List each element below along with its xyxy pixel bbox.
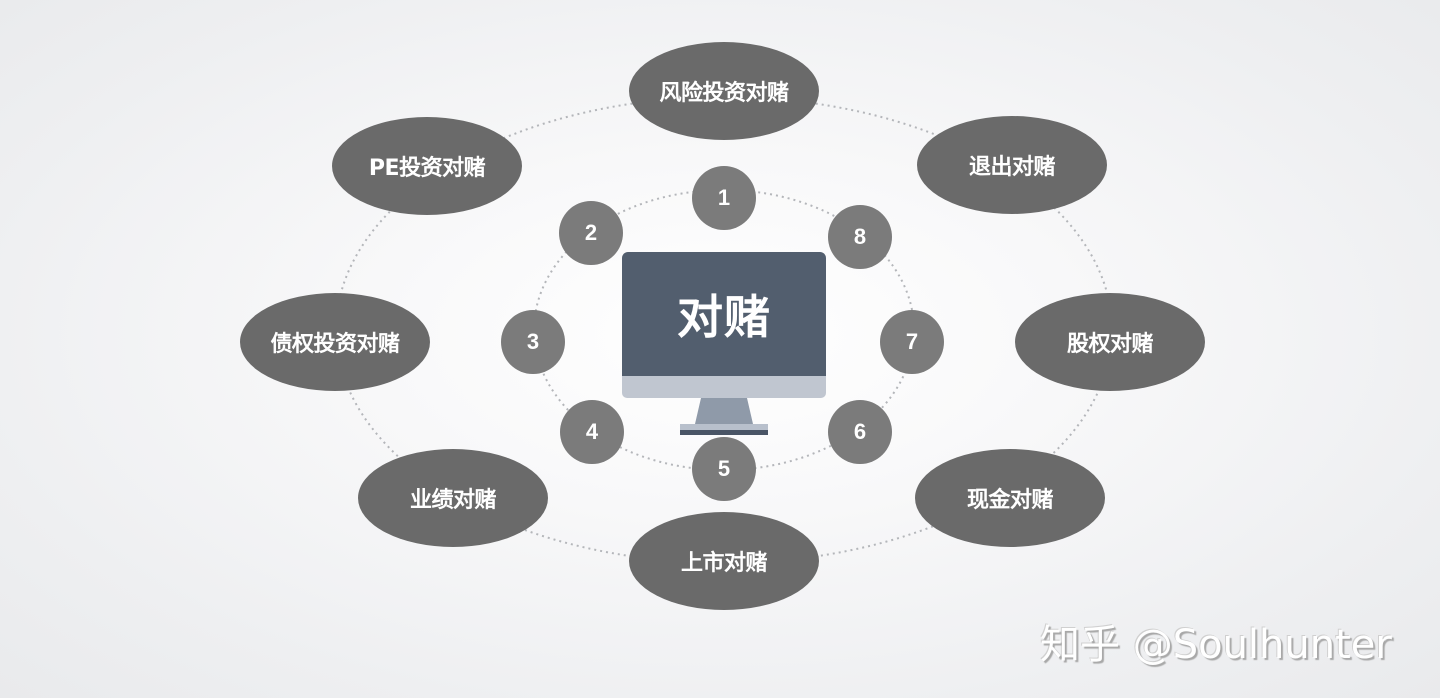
center-label: 对赌 — [677, 290, 771, 344]
number-circle-8: 8 — [828, 205, 892, 269]
number-circle-7: 7 — [880, 310, 944, 374]
number-label: 3 — [526, 329, 540, 354]
node-label: 业绩对赌 — [409, 488, 497, 513]
node-label: PE投资对赌 — [368, 156, 486, 181]
number-label: 2 — [584, 220, 598, 245]
number-label: 8 — [853, 224, 867, 249]
node-venture-capital-vam: 风险投资对赌 — [629, 42, 819, 140]
monitor-stand-plate — [680, 424, 768, 430]
number-label: 5 — [717, 456, 731, 481]
number-circle-4: 4 — [560, 400, 624, 464]
number-label: 4 — [585, 419, 599, 444]
monitor-stand — [695, 398, 753, 424]
node-label: 债权投资对赌 — [270, 332, 400, 357]
node-label: 现金对赌 — [966, 488, 1054, 513]
node-pe-investment-vam: PE投资对赌 — [332, 117, 522, 215]
number-circle-2: 2 — [559, 201, 623, 265]
node-performance-vam: 业绩对赌 — [358, 449, 548, 547]
node-label: 股权对赌 — [1066, 332, 1154, 357]
number-label: 7 — [905, 329, 919, 354]
number-circle-1: 1 — [692, 166, 756, 230]
number-circle-6: 6 — [828, 400, 892, 464]
number-circle-5: 5 — [692, 437, 756, 501]
monitor-screen: 对赌 — [622, 252, 826, 376]
monitor-bezel — [622, 376, 826, 398]
number-label: 6 — [853, 419, 867, 444]
node-debt-investment-vam: 债权投资对赌 — [240, 293, 430, 391]
number-label: 1 — [717, 185, 731, 210]
number-circle-3: 3 — [501, 310, 565, 374]
node-ipo-vam: 上市对赌 — [629, 512, 819, 610]
node-exit-vam: 退出对赌 — [917, 116, 1107, 214]
node-label: 退出对赌 — [968, 155, 1056, 180]
monitor-base — [680, 430, 768, 435]
monitor-icon: 对赌 — [622, 252, 826, 435]
watermark: 知乎 @Soulhunter — [1040, 622, 1392, 668]
node-cash-vam: 现金对赌 — [915, 449, 1105, 547]
node-equity-vam: 股权对赌 — [1015, 293, 1205, 391]
node-label: 风险投资对赌 — [659, 81, 789, 106]
node-label: 上市对赌 — [680, 551, 768, 576]
